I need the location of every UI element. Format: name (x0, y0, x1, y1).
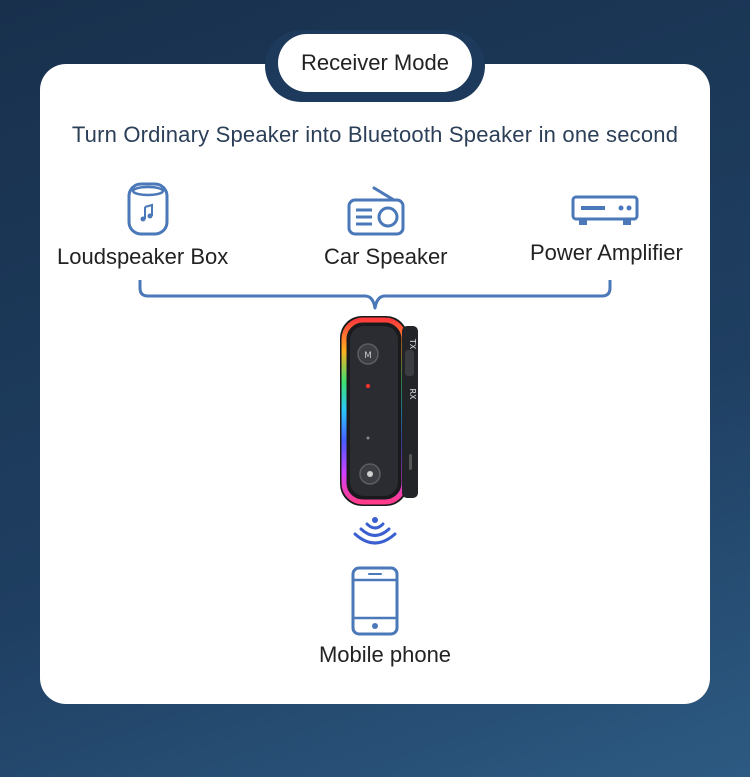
output-label-car-speaker: Car Speaker (324, 244, 448, 269)
amplifier-icon (571, 195, 639, 225)
bluetooth-receiver-icon: M TX RX (340, 316, 418, 506)
wireless-signal-icon (353, 517, 397, 545)
mode-title: Receiver Mode (278, 34, 472, 92)
output-label-loudspeaker: Loudspeaker Box (57, 244, 229, 269)
rx-label: RX (408, 388, 417, 400)
mobile-phone-icon (351, 566, 399, 636)
connector-brace (138, 280, 612, 310)
output-label-power-amplifier: Power Amplifier (530, 240, 683, 265)
svg-text:M: M (364, 351, 372, 361)
headline: Turn Ordinary Speaker into Bluetooth Spe… (71, 122, 679, 147)
source-label-mobile-phone: Mobile phone (318, 642, 452, 667)
radio-icon (347, 186, 405, 236)
tx-label: TX (408, 338, 417, 350)
smart-speaker-icon (127, 182, 169, 236)
